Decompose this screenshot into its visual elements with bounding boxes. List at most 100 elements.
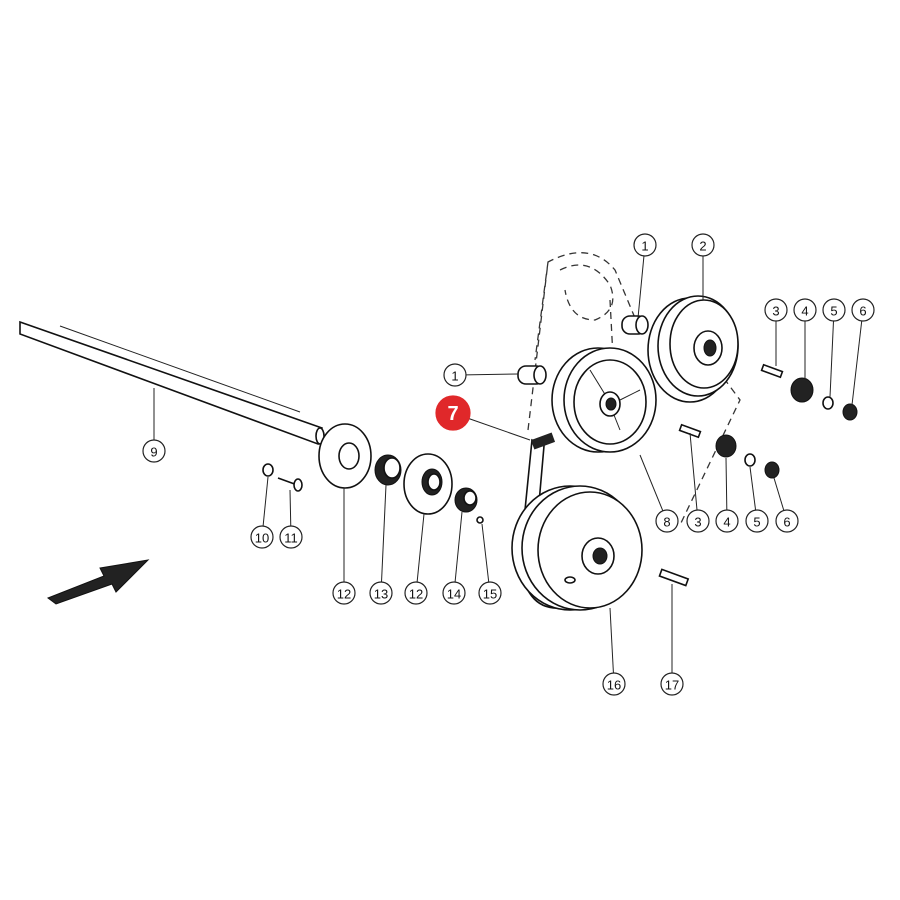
callout-circle xyxy=(250,525,274,549)
callout-number: 14 xyxy=(447,587,461,602)
leader-line-washer-small xyxy=(262,476,269,527)
callout-pulley-lower: 16 xyxy=(602,672,626,696)
callout-spring-washer-upper: 5 xyxy=(822,298,846,322)
callout-key-long: 17 xyxy=(660,672,684,696)
washer-upper xyxy=(790,377,814,403)
callout-circle xyxy=(660,672,684,696)
bearing xyxy=(374,454,402,486)
callout-pulley-upper-right: 2 xyxy=(691,233,715,257)
callout-number: 11 xyxy=(284,531,298,546)
callout-number: 3 xyxy=(694,515,701,530)
flange-right xyxy=(403,453,453,515)
callout-number: 1 xyxy=(451,369,458,384)
callout-circle xyxy=(691,233,715,257)
callout-circle xyxy=(686,509,710,533)
callout-circle xyxy=(851,298,875,322)
callout-number: 12 xyxy=(337,587,351,602)
key-long xyxy=(658,568,690,587)
callout-washer-upper: 4 xyxy=(793,298,817,322)
leader-line-bushing-left xyxy=(465,373,519,376)
callout-number: 5 xyxy=(830,304,837,319)
spring-washer-upper xyxy=(822,396,834,410)
callout-circle xyxy=(633,233,657,257)
callout-number: 4 xyxy=(723,515,730,530)
callout-circle xyxy=(745,509,769,533)
leader-line-spring-washer-upper xyxy=(829,320,834,398)
callout-v-belt: 7 xyxy=(435,395,471,431)
callout-number: 6 xyxy=(783,515,790,530)
leader-line-flange-right xyxy=(416,513,425,583)
callout-circle xyxy=(655,509,679,533)
callout-bolt: 11 xyxy=(279,525,303,549)
callout-number: 8 xyxy=(663,515,670,530)
callout-number: 15 xyxy=(483,587,497,602)
collar xyxy=(454,487,478,513)
leader-line-collar xyxy=(454,511,463,583)
callout-number: 2 xyxy=(699,239,706,254)
leader-line-bolt xyxy=(289,489,292,527)
belt-path-dashed xyxy=(527,252,741,526)
key-lower xyxy=(678,423,702,439)
callout-number: 13 xyxy=(374,587,388,602)
callout-flange-left: 12 xyxy=(332,581,356,605)
leader-line-bushing-upper xyxy=(637,255,645,319)
callout-number: 4 xyxy=(801,304,808,319)
callout-circle xyxy=(404,581,428,605)
callout-circle xyxy=(793,298,817,322)
v-belt-teeth xyxy=(530,432,556,450)
washer-small xyxy=(262,463,274,477)
callout-circle xyxy=(602,672,626,696)
callout-number: 3 xyxy=(772,304,779,319)
callout-number: 7 xyxy=(447,403,458,425)
leader-line-key-lower xyxy=(689,432,698,511)
leader-line-idler-pulley xyxy=(639,454,664,512)
callout-circle xyxy=(443,363,467,387)
leader-line-nut-lower xyxy=(773,477,785,511)
callout-washer-small: 10 xyxy=(250,525,274,549)
callout-circle xyxy=(478,581,502,605)
idler-pulley xyxy=(551,347,657,453)
leader-line-bearing xyxy=(381,484,387,583)
callout-nut-upper: 6 xyxy=(851,298,875,322)
nut-upper xyxy=(842,403,858,421)
callout-circle xyxy=(775,509,799,533)
callout-number: 5 xyxy=(753,515,760,530)
callout-circle xyxy=(142,439,166,463)
callout-shaft: 9 xyxy=(142,439,166,463)
set-screw xyxy=(476,516,484,524)
pulley-lower xyxy=(511,485,643,611)
callout-number: 17 xyxy=(665,678,679,693)
direction-arrow-icon xyxy=(46,559,150,605)
callout-key-upper: 3 xyxy=(764,298,788,322)
callout-number: 9 xyxy=(150,445,157,460)
leader-line-nut-upper xyxy=(851,320,863,406)
bolt xyxy=(277,477,303,492)
callout-washer-lower: 4 xyxy=(715,509,739,533)
callout-bearing: 13 xyxy=(369,581,393,605)
callout-circle xyxy=(822,298,846,322)
bushing-upper xyxy=(621,315,649,335)
callout-circle xyxy=(764,298,788,322)
callout-spring-washer-lower: 5 xyxy=(745,509,769,533)
callout-number: 10 xyxy=(255,531,269,546)
callout-nut-lower: 6 xyxy=(775,509,799,533)
shaft xyxy=(19,320,325,446)
callout-number: 16 xyxy=(607,678,621,693)
callout-number: 6 xyxy=(859,304,866,319)
spring-washer-lower xyxy=(744,453,756,467)
nut-lower xyxy=(764,461,780,479)
callout-circle xyxy=(715,509,739,533)
callout-number: 12 xyxy=(409,587,423,602)
callout-circle xyxy=(332,581,356,605)
callout-flange-right: 12 xyxy=(404,581,428,605)
callout-set-screw: 15 xyxy=(478,581,502,605)
callout-bushing-upper: 1 xyxy=(633,233,657,257)
leader-line-spring-washer-lower xyxy=(749,466,757,511)
key-upper xyxy=(760,363,784,379)
callout-number: 1 xyxy=(641,239,648,254)
bushing-left xyxy=(517,365,547,385)
callout-circle xyxy=(435,395,471,431)
leader-line-v-belt xyxy=(468,418,531,441)
flange-left xyxy=(318,423,372,489)
